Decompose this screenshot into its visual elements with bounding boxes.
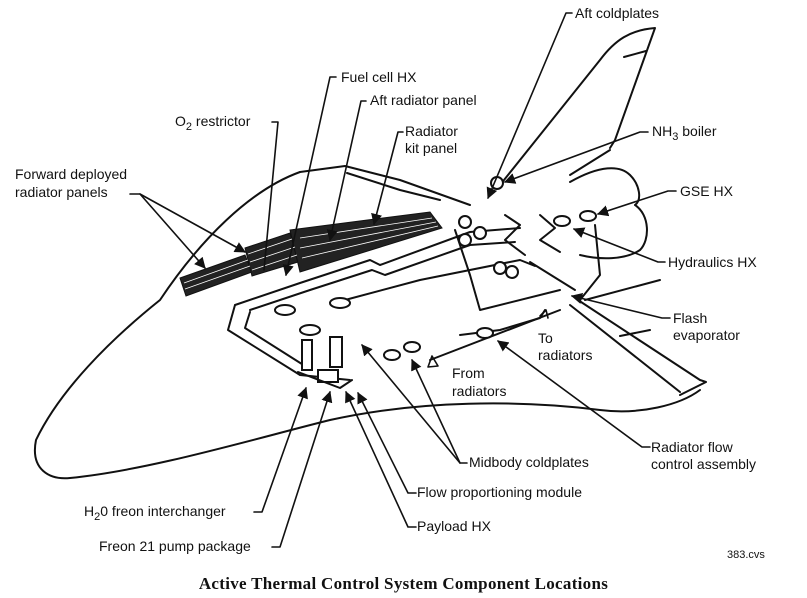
wing-root	[584, 279, 661, 301]
leader-radiator-flow-control	[497, 340, 651, 448]
midbody-coldplate-1	[383, 349, 401, 361]
label-flow-proportioning-module: Flow proportioning module	[417, 484, 582, 500]
leader-nh3-boiler	[503, 131, 649, 184]
leader-o2-restrictor	[263, 121, 279, 271]
aft-coldplate-c	[473, 226, 487, 240]
loop-from-radiators	[429, 309, 561, 361]
leader-midbody-coldplates-b	[361, 344, 461, 464]
coldplate-3	[299, 324, 321, 336]
labels: Aft coldplates Fuel cell HX Aft radiator…	[15, 5, 765, 561]
leader-fuel-cell-hx	[282, 76, 337, 277]
fuselage-outline	[33, 171, 701, 480]
label-o2-restrictor: O2 restrictor	[175, 113, 251, 133]
coldplate-1	[274, 304, 296, 316]
aft-coldplate-a	[458, 215, 472, 229]
aft-zigzag-1	[504, 214, 526, 256]
from-radiators-arrowhead	[427, 355, 439, 368]
radiator-flow-control-valve	[476, 327, 494, 339]
leader-forward-radiators-b	[139, 193, 246, 253]
leader-forward-radiators-a	[129, 193, 206, 269]
leader-radiator-kit-panel	[371, 131, 404, 226]
label-midbody-coldplates: Midbody coldplates	[469, 454, 589, 470]
label-gse-hx: GSE HX	[680, 183, 734, 199]
leader-freon21-pump	[271, 390, 333, 548]
label-radiator-kit-panel-line2: kit panel	[405, 140, 457, 156]
loop-left-inner	[244, 311, 306, 367]
label-aft-coldplates: Aft coldplates	[575, 5, 659, 21]
label-radiator-flow-line2: control assembly	[651, 456, 756, 472]
loop-aft-right	[579, 224, 601, 301]
fuselage-top-inner	[346, 172, 441, 201]
h2o-freon-interchanger-body	[301, 339, 313, 371]
label-radiator-kit-panel-line1: Radiator	[405, 123, 458, 139]
figure-id: 383.cvs	[727, 549, 765, 561]
label-from-radiators-line1: From	[452, 365, 485, 381]
label-to-radiators-line1: To	[538, 330, 553, 346]
radiator-stripes	[183, 217, 439, 290]
oms-pod	[569, 167, 648, 260]
oms-pod-inner	[569, 149, 611, 176]
loop-aft-center	[454, 229, 561, 311]
label-fuel-cell-hx: Fuel cell HX	[341, 69, 417, 85]
wing-outline	[577, 299, 707, 396]
leader-gse-hx	[596, 190, 677, 217]
wing-elevon	[619, 329, 651, 337]
label-flash-evaporator-line1: Flash	[673, 310, 707, 326]
flash-evaporator-body	[529, 261, 576, 291]
label-radiator-flow-line1: Radiator flow	[651, 439, 734, 455]
forward-radiator-panel	[179, 254, 253, 297]
loop-return	[344, 259, 536, 301]
label-payload-hx: Payload HX	[417, 518, 492, 534]
coldplate-2	[329, 297, 351, 309]
label-freon21-pump-package: Freon 21 pump package	[99, 538, 251, 554]
aft-zigzag-2	[539, 214, 561, 253]
leader-flash-evaporator	[570, 292, 671, 319]
radiator-panels	[179, 211, 443, 297]
label-forward-deployed-line2: radiator panels	[15, 184, 108, 200]
leader-flow-proportioning	[357, 391, 417, 494]
flow-proportioning-module-body	[329, 336, 343, 368]
orbiter-outline	[33, 27, 707, 480]
to-radiators-arrowhead	[539, 309, 549, 319]
label-hydraulics-hx: Hydraulics HX	[668, 254, 757, 270]
label-nh3-boiler: NH3 boiler	[652, 123, 717, 143]
label-aft-radiator-panel: Aft radiator panel	[370, 92, 477, 108]
leader-lines	[129, 12, 677, 548]
wing-leading	[569, 304, 681, 393]
leader-payload-hx	[345, 390, 417, 528]
fuselage-top	[299, 165, 471, 206]
label-from-radiators-line2: radiators	[452, 383, 506, 399]
gse-hx-body	[579, 210, 597, 222]
leader-hydraulics-hx	[572, 227, 666, 263]
label-h2o-freon-interchanger: H20 freon interchanger	[84, 503, 226, 523]
figure-caption: Active Thermal Control System Component …	[198, 574, 609, 593]
hydraulics-hx-body	[553, 215, 571, 227]
vertical-tail	[499, 27, 656, 186]
loop-inner	[249, 241, 516, 311]
aft-coldplate-d	[493, 261, 507, 275]
leader-aft-coldplates	[486, 12, 573, 200]
pump-package-body	[317, 369, 339, 383]
label-flash-evaporator-line2: evaporator	[673, 327, 740, 343]
label-forward-deployed-line1: Forward deployed	[15, 166, 127, 182]
module-base	[297, 371, 353, 389]
aft-coldplate-b	[458, 233, 472, 247]
leader-h2o-freon	[253, 386, 308, 513]
aft-radiator-panel-shape	[289, 211, 443, 273]
label-to-radiators-line2: radiators	[538, 347, 592, 363]
components	[274, 176, 597, 389]
tail-rudder-line	[623, 50, 647, 58]
midbody-coldplate-2	[403, 341, 421, 353]
leader-aft-radiator-panel	[326, 100, 367, 242]
aft-coldplate-e	[505, 265, 519, 279]
